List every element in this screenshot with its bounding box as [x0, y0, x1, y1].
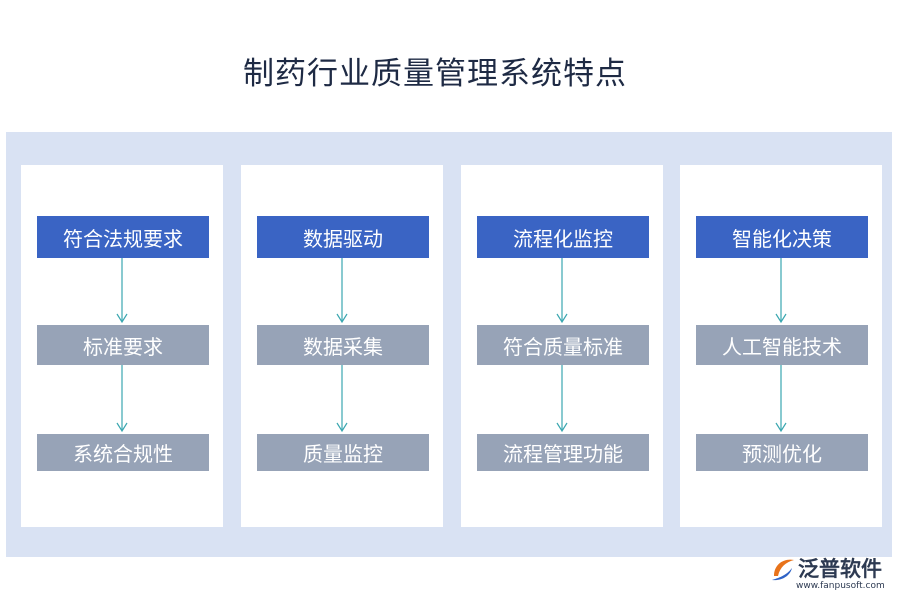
fanpu-logo-icon: [772, 559, 794, 581]
column-item: 标准要求: [37, 325, 209, 365]
column-item: 符合质量标准: [477, 325, 649, 365]
column-header: 智能化决策: [696, 216, 868, 258]
feature-column-process-monitoring: 流程化监控 符合质量标准 流程管理功能: [461, 165, 663, 527]
column-item: 流程管理功能: [477, 434, 649, 471]
flow-arrow: [336, 258, 348, 324]
brand-url: www.fanpusoft.com: [796, 581, 885, 591]
flow-arrow: [556, 365, 568, 433]
flow-arrow: [116, 365, 128, 433]
column-item: 质量监控: [257, 434, 429, 471]
brand-logo: 泛普软件 www.fanpusoft.com: [768, 552, 896, 598]
column-item: 数据采集: [257, 325, 429, 365]
column-header: 符合法规要求: [37, 216, 209, 258]
column-header: 数据驱动: [257, 216, 429, 258]
flow-arrow: [775, 258, 787, 324]
feature-column-data-driven: 数据驱动 数据采集 质量监控: [241, 165, 443, 527]
feature-column-intelligent-decision: 智能化决策 人工智能技术 预测优化: [680, 165, 882, 527]
flow-arrow: [556, 258, 568, 324]
column-item: 人工智能技术: [696, 325, 868, 365]
flow-arrow: [775, 365, 787, 433]
flow-arrow: [336, 365, 348, 433]
feature-column-compliance: 符合法规要求 标准要求 系统合规性: [21, 165, 223, 527]
column-header: 流程化监控: [477, 216, 649, 258]
page-title: 制药行业质量管理系统特点: [243, 56, 627, 92]
column-item: 预测优化: [696, 434, 868, 471]
column-item: 系统合规性: [37, 434, 209, 471]
flow-arrow: [116, 258, 128, 324]
brand-name: 泛普软件: [798, 557, 882, 581]
